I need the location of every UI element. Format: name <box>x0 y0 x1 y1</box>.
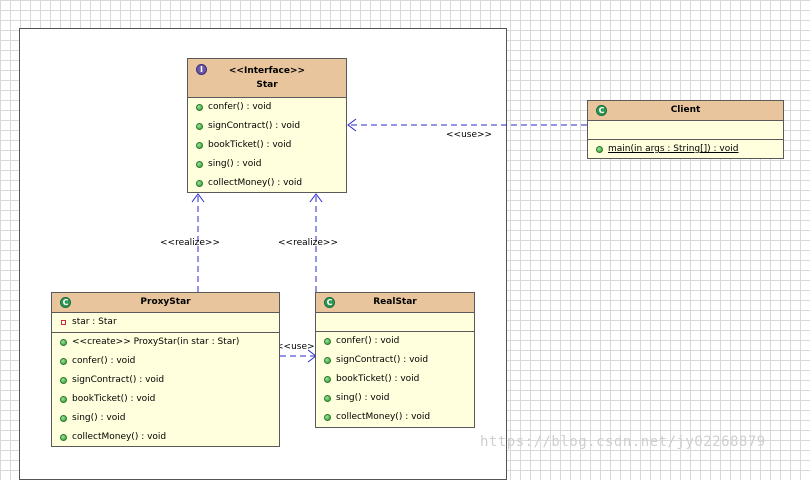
interface-icon: I <box>196 64 207 75</box>
public-method-icon <box>196 142 203 149</box>
client-header: C Client <box>588 101 783 121</box>
proxy-realize-arrowhead <box>191 193 205 203</box>
star-method-text: signContract() : void <box>208 121 301 131</box>
proxystar-header: C ProxyStar <box>52 293 279 313</box>
proxystar-method-text: collectMoney() : void <box>72 432 167 442</box>
star-method: confer() : void <box>188 98 346 117</box>
proxystar-method: collectMoney() : void <box>52 428 279 447</box>
star-method-text: collectMoney() : void <box>208 178 303 188</box>
class-icon: C <box>596 105 607 116</box>
public-method-icon <box>196 180 203 187</box>
public-method-icon <box>596 146 603 153</box>
client-use-label: <<use>> <box>446 130 493 140</box>
proxystar-attribute: star : Star <box>52 313 279 332</box>
proxystar-method: sing() : void <box>52 409 279 428</box>
star-method: signContract() : void <box>188 117 346 136</box>
proxy-use-label: <<use>> <box>276 342 323 352</box>
realstar-method-text: sing() : void <box>336 393 390 403</box>
star-interface-box[interactable]: I <<Interface>> Star confer() : void sig… <box>187 58 347 193</box>
client-use-arrowhead <box>347 118 357 132</box>
public-method-icon <box>60 377 67 384</box>
proxystar-class-box[interactable]: C ProxyStar star : Star <<create>> Proxy… <box>51 292 280 447</box>
class-icon: C <box>60 297 71 308</box>
proxy-realize-label: <<realize>> <box>160 238 220 248</box>
realstar-method-text: collectMoney() : void <box>336 412 431 422</box>
star-name: Star <box>256 80 278 90</box>
proxystar-method-text: sing() : void <box>72 413 126 423</box>
client-methods: main(in args : String[]) : void <box>588 140 783 159</box>
realstar-method-text: signContract() : void <box>336 355 429 365</box>
realstar-class-box[interactable]: C RealStar confer() : void signContract(… <box>315 292 475 428</box>
proxystar-method: confer() : void <box>52 352 279 371</box>
public-method-icon <box>324 376 331 383</box>
public-method-icon <box>324 414 331 421</box>
public-method-icon <box>60 339 67 346</box>
client-attributes <box>588 121 783 140</box>
realstar-method: bookTicket() : void <box>316 370 474 389</box>
star-method: bookTicket() : void <box>188 136 346 155</box>
proxystar-method-text: bookTicket() : void <box>72 394 156 404</box>
proxystar-method-text: signContract() : void <box>72 375 165 385</box>
private-field-icon <box>61 320 66 325</box>
star-header: I <<Interface>> Star <box>188 59 346 98</box>
public-method-icon <box>60 396 67 403</box>
realstar-method: confer() : void <box>316 332 474 351</box>
realstar-method-text: confer() : void <box>336 336 400 346</box>
star-method-text: bookTicket() : void <box>208 140 292 150</box>
class-icon: C <box>324 297 335 308</box>
realstar-method-text: bookTicket() : void <box>336 374 420 384</box>
public-method-icon <box>324 395 331 402</box>
proxystar-attributes: star : Star <box>52 313 279 333</box>
public-method-icon <box>60 358 67 365</box>
proxystar-method: bookTicket() : void <box>52 390 279 409</box>
public-method-icon <box>324 357 331 364</box>
proxystar-method: signContract() : void <box>52 371 279 390</box>
realstar-methods: confer() : void signContract() : void bo… <box>316 332 474 427</box>
real-realize-arrowhead <box>309 193 323 203</box>
star-stereotype: <<Interface>> <box>228 66 306 76</box>
star-method-text: confer() : void <box>208 102 272 112</box>
proxystar-name: ProxyStar <box>140 297 191 307</box>
proxystar-method-text: <<create>> ProxyStar(in star : Star) <box>72 337 240 347</box>
public-method-icon <box>60 434 67 441</box>
proxystar-method-text: confer() : void <box>72 356 136 366</box>
connectors <box>191 118 587 363</box>
realstar-method: collectMoney() : void <box>316 408 474 427</box>
star-method-text: sing() : void <box>208 159 262 169</box>
client-method: main(in args : String[]) : void <box>588 140 783 159</box>
realstar-name: RealStar <box>373 297 417 307</box>
client-name: Client <box>670 105 701 115</box>
client-method-text: main(in args : String[]) : void <box>608 144 739 154</box>
watermark: https://blog.csdn.net/jy02268879 <box>480 434 766 450</box>
public-method-icon <box>196 104 203 111</box>
realstar-header: C RealStar <box>316 293 474 313</box>
proxystar-attribute-text: star : Star <box>72 317 117 327</box>
public-method-icon <box>196 161 203 168</box>
realstar-method: sing() : void <box>316 389 474 408</box>
public-method-icon <box>324 338 331 345</box>
realstar-method: signContract() : void <box>316 351 474 370</box>
star-methods: confer() : void signContract() : void bo… <box>188 98 346 193</box>
star-method: sing() : void <box>188 155 346 174</box>
public-method-icon <box>60 415 67 422</box>
realstar-attributes <box>316 313 474 332</box>
proxystar-method: <<create>> ProxyStar(in star : Star) <box>52 333 279 352</box>
real-realize-label: <<realize>> <box>278 238 338 248</box>
proxystar-methods: <<create>> ProxyStar(in star : Star) con… <box>52 333 279 447</box>
star-method: collectMoney() : void <box>188 174 346 193</box>
public-method-icon <box>196 123 203 130</box>
client-class-box[interactable]: C Client main(in args : String[]) : void <box>587 100 784 159</box>
